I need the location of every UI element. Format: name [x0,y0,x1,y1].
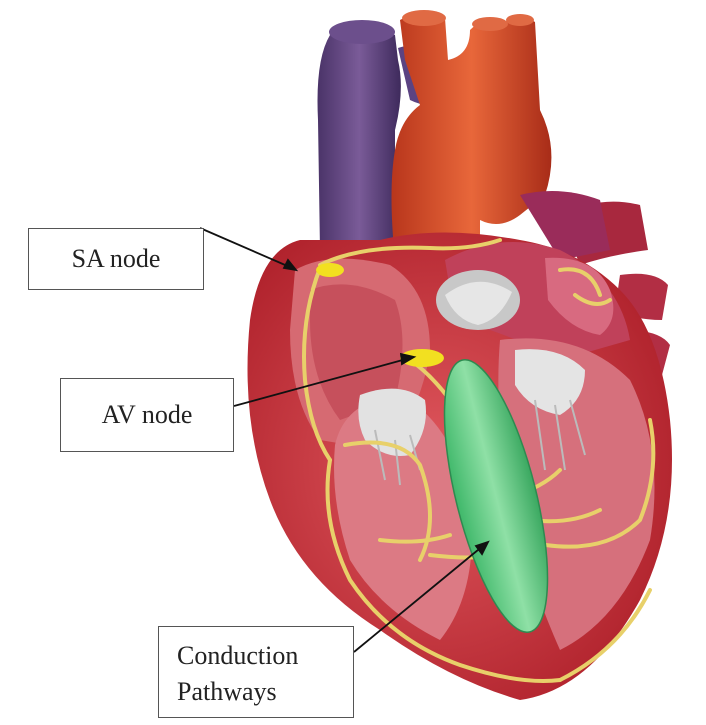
aorta [392,10,552,260]
conduction-pathways-label-box: Conduction Pathways [158,626,354,718]
conduction-pathways-label-line2: Pathways [177,677,277,707]
sa-node-label-box: SA node [28,228,204,290]
sa-node-label: SA node [29,244,203,274]
av-node-label-box: AV node [60,378,234,452]
sa-node [316,263,344,277]
sa-leader-line [200,228,292,268]
av-node-label: AV node [61,400,233,430]
aortic-valve [436,270,520,330]
superior-vena-cava [318,20,401,250]
conduction-pathways-label-line1: Conduction [177,641,298,671]
